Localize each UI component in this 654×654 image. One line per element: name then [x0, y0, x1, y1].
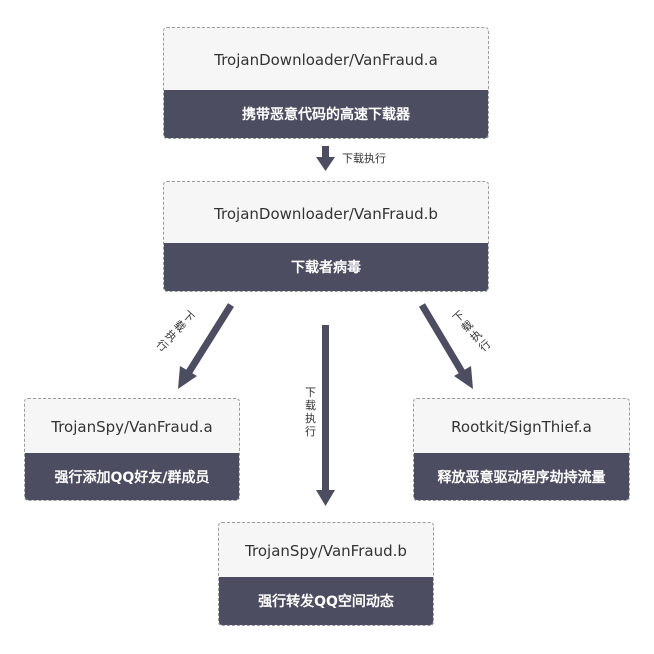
- node-spy-b-name: TrojanSpy/VanFraud.b: [245, 542, 407, 560]
- node-downloader-b-name: TrojanDownloader/VanFraud.b: [214, 204, 438, 223]
- arrow-a-to-b: [316, 146, 335, 171]
- arrow-b-to-rootkit: [418, 303, 473, 389]
- node-spy-a-name: TrojanSpy/VanFraud.a: [51, 418, 213, 436]
- edge-label-b-to-spy-b: 下载执行: [305, 386, 316, 438]
- node-downloader-a-name: TrojanDownloader/VanFraud.a: [214, 51, 438, 69]
- node-spy-a-description: 强行添加QQ好友/群成员: [25, 453, 239, 500]
- arrow-b-to-spy-b: [316, 325, 335, 506]
- edge-label-a-to-b: 下载执行: [342, 152, 386, 165]
- node-spy-a: TrojanSpy/VanFraud.a 强行添加QQ好友/群成员: [24, 398, 240, 501]
- node-spy-b-description: 强行转发QQ空间动态: [219, 577, 433, 625]
- node-downloader-b-description: 下载者病毒: [164, 243, 488, 291]
- node-rootkit-name: Rootkit/SignThief.a: [451, 418, 592, 436]
- node-spy-b: TrojanSpy/VanFraud.b 强行转发QQ空间动态: [218, 522, 434, 626]
- node-rootkit-description: 释放恶意驱动程序劫持流量: [414, 453, 629, 500]
- node-downloader-a-description: 携带恶意代码的高速下载器: [164, 90, 488, 138]
- node-downloader-a: TrojanDownloader/VanFraud.a 携带恶意代码的高速下载器: [163, 27, 489, 139]
- node-rootkit: Rootkit/SignThief.a 释放恶意驱动程序劫持流量: [413, 398, 630, 501]
- node-downloader-b: TrojanDownloader/VanFraud.b 下载者病毒: [163, 181, 489, 292]
- arrow-b-to-spy-a: [178, 303, 234, 389]
